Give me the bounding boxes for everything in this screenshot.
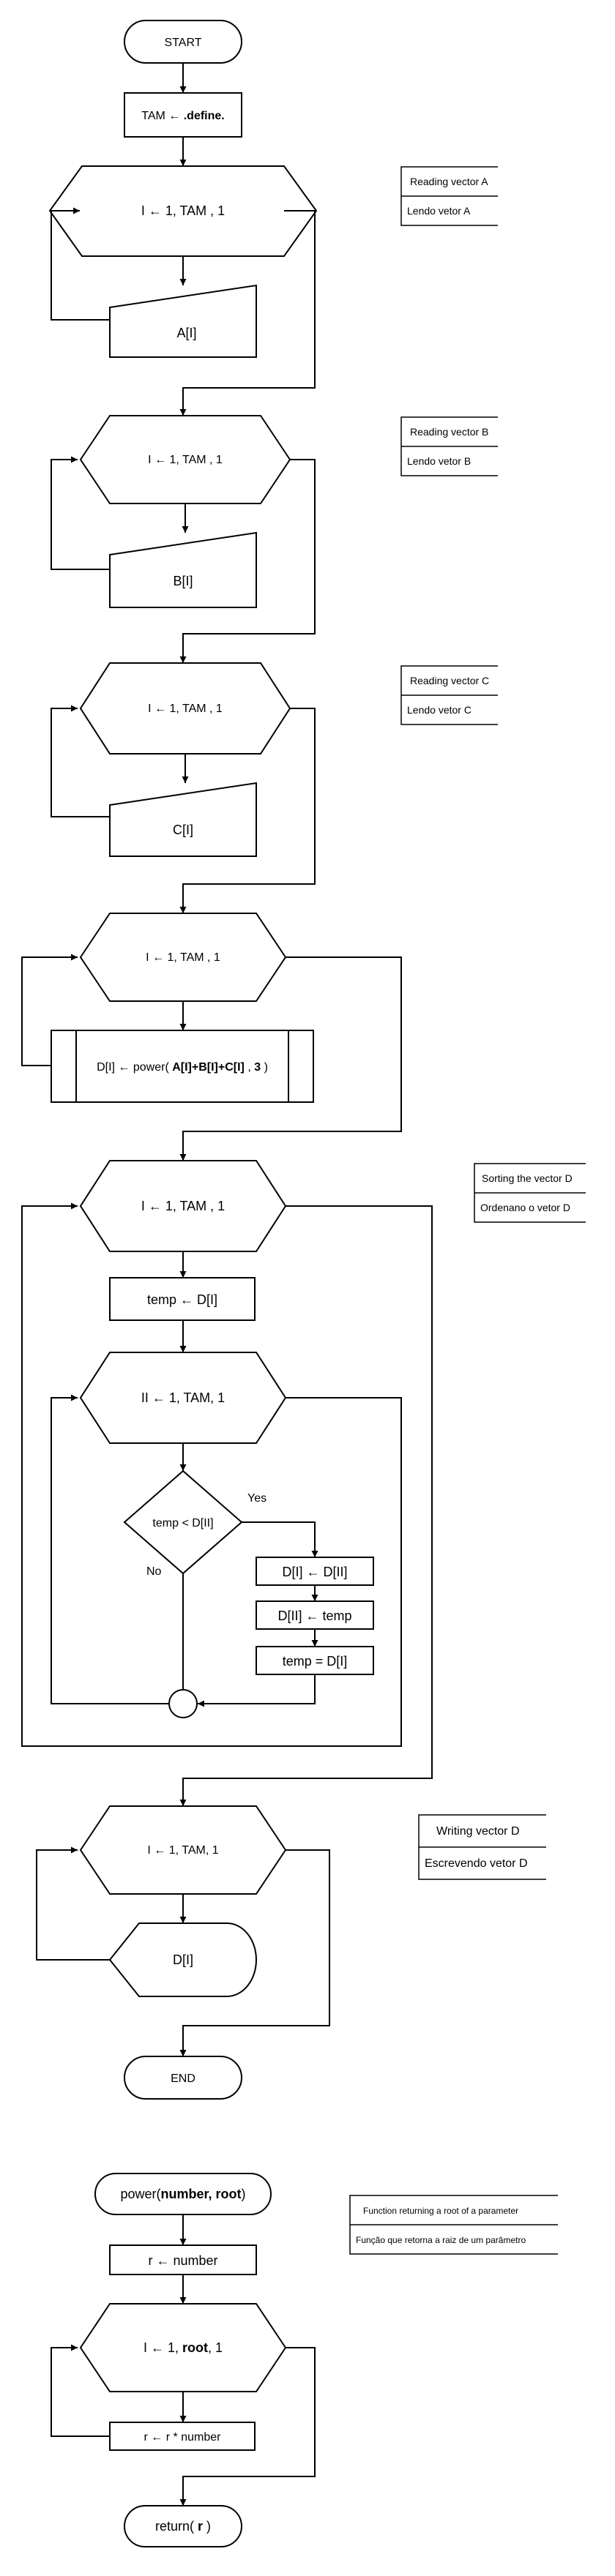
temp-assign-process: temp ← D[I] (109, 1277, 256, 1321)
r-assign-process: r ← number (109, 2244, 257, 2275)
r-assign-label: r ← number (148, 2253, 217, 2268)
note-f-pt: Função que retorna a raiz de um parâmetr… (356, 2235, 526, 2245)
tam-define-label: TAM ← .define. (141, 110, 225, 122)
note-b-en: Reading vector B (410, 426, 488, 438)
note-writing-d: Writing vector D Escrevendo vetor D (418, 1814, 546, 1880)
swap-step-3: temp = D[I] (256, 1646, 374, 1675)
loop-sort-outer: I ← 1, TAM , 1 (79, 1160, 287, 1252)
compute-d-label: D[I] ← power( A[I]+B[I]+C[I] , 3 ) (97, 1061, 268, 1074)
swap1-label: D[I] ← D[II] (282, 1565, 347, 1579)
note-w-pt: Escrevendo vetor D (425, 1857, 528, 1870)
input-b: B[I] (109, 531, 257, 608)
merge-connector (168, 1689, 198, 1718)
swap2-label: D[II] ← temp (277, 1609, 351, 1623)
loop-reading-c: I ← 1, TAM , 1 (79, 662, 291, 755)
loop-sort-inner: II ← 1, TAM, 1 (79, 1352, 287, 1444)
note-a-pt: Lendo vetor A (407, 205, 471, 217)
loop-reading-b: I ← 1, TAM , 1 (79, 415, 291, 504)
no-label: No (146, 1565, 162, 1578)
sort-outer-label: I ← 1, TAM , 1 (141, 1199, 225, 1213)
function-start-terminal: power(number, root) (94, 2173, 272, 2215)
note-b-pt: Lendo vetor B (407, 455, 471, 467)
compute-d-subroutine: D[I] ← power( A[I]+B[I]+C[I] , 3 ) (51, 1030, 314, 1103)
loop-function-root: I ← 1, root, 1 (79, 2303, 287, 2392)
note-sorting-d: Sorting the vector D Ordenano o vetor D (474, 1163, 586, 1223)
yes-label: Yes (247, 1492, 266, 1505)
note-f-en: Function returning a root of a parameter (363, 2206, 518, 2216)
end-label: END (171, 2073, 195, 2085)
write-loop-label: I ← 1, TAM, 1 (147, 1844, 218, 1857)
note-reading-b: Reading vector B Lendo vetor B (400, 416, 498, 476)
function-signature: power(number, root) (120, 2187, 245, 2201)
sort-inner-label: II ← 1, TAM, 1 (141, 1390, 225, 1405)
note-function: Function returning a root of a parameter… (349, 2195, 558, 2255)
note-reading-c: Reading vector C Lendo vetor C (400, 665, 498, 725)
note-w-en: Writing vector D (436, 1825, 520, 1838)
func-loop-label: I ← 1, root, 1 (144, 2340, 223, 2355)
loop-reading-a: I ← 1, TAM , 1 (48, 165, 318, 257)
note-d-pt: Ordenano o vetor D (480, 1202, 570, 1213)
swap-step-1: D[I] ← D[II] (256, 1557, 374, 1586)
input-c: C[I] (109, 782, 257, 857)
decision-label: temp < D[II] (152, 1517, 213, 1530)
swap3-label: temp = D[I] (283, 1654, 348, 1669)
tam-define-process: TAM ← .define. (124, 92, 242, 138)
loop-compute-d: I ← 1, TAM , 1 (79, 913, 287, 1002)
output-d-label: D[I] (173, 1952, 193, 1967)
input-a: A[I] (109, 284, 257, 358)
r-mult-label: r ← r * number (144, 2431, 222, 2444)
decision-compare: temp < D[II] (123, 1469, 243, 1575)
loop-writing-d: I ← 1, TAM, 1 (79, 1805, 287, 1895)
loop-b-label: I ← 1, TAM , 1 (148, 454, 223, 466)
output-d-display: D[I] (108, 1922, 257, 1997)
return-label: return( r ) (155, 2519, 211, 2534)
start-label: START (165, 37, 202, 49)
loop-c-label: I ← 1, TAM , 1 (148, 703, 223, 715)
loop-d-label: I ← 1, TAM , 1 (146, 951, 220, 964)
input-c-label: C[I] (173, 823, 193, 837)
input-b-label: B[I] (173, 574, 193, 588)
input-a-label: A[I] (176, 326, 196, 340)
swap-step-2: D[II] ← temp (256, 1600, 374, 1630)
r-multiply-process: r ← r * number (109, 2422, 256, 2451)
loop-a-label: I ← 1, TAM , 1 (141, 203, 225, 218)
end-terminal: END (124, 2056, 242, 2100)
note-a-en: Reading vector A (410, 176, 488, 187)
note-c-pt: Lendo vetor C (407, 704, 471, 716)
temp-assign-label: temp ← D[I] (147, 1292, 217, 1307)
start-terminal: START (124, 20, 242, 64)
return-terminal: return( r ) (124, 2505, 242, 2547)
note-d-en: Sorting the vector D (482, 1172, 573, 1184)
note-reading-a: Reading vector A Lendo vetor A (400, 166, 498, 226)
note-c-en: Reading vector C (410, 675, 489, 686)
